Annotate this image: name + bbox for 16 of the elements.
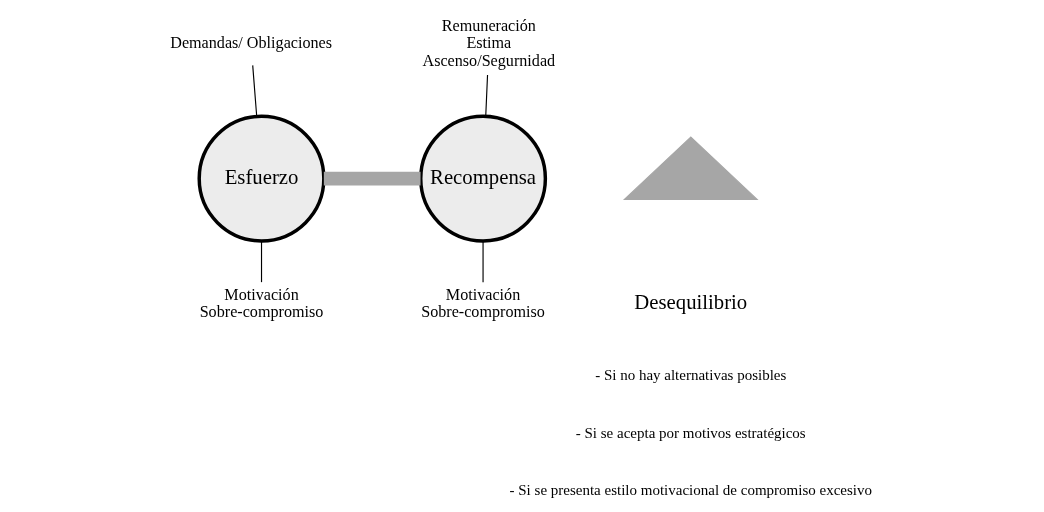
label: - Si se acepta por motivos estratégicos bbox=[575, 424, 806, 441]
node-text: Demandas/ Obligaciones bbox=[170, 33, 333, 51]
connector bbox=[482, 240, 484, 283]
node-circle: Recompensa bbox=[419, 114, 548, 243]
label: - Si no hay alternativas posibles bbox=[595, 366, 787, 383]
node-text: Remuneración Estima Ascenso/Segurnidad bbox=[422, 16, 556, 69]
node-text: Motivación Sobre-compromiso bbox=[199, 285, 324, 320]
node-circle: Esfuerzo bbox=[197, 114, 326, 243]
label: Desequilibrio bbox=[634, 290, 748, 313]
connector bbox=[485, 73, 489, 117]
connector bbox=[252, 64, 258, 117]
connector bbox=[323, 171, 421, 186]
node-triangle bbox=[622, 135, 759, 200]
node-text: Motivación Sobre-compromiso bbox=[421, 285, 545, 320]
connector bbox=[260, 240, 263, 283]
label: - Si se presenta estilo motivacional de compromiso excesivo bbox=[509, 481, 872, 498]
